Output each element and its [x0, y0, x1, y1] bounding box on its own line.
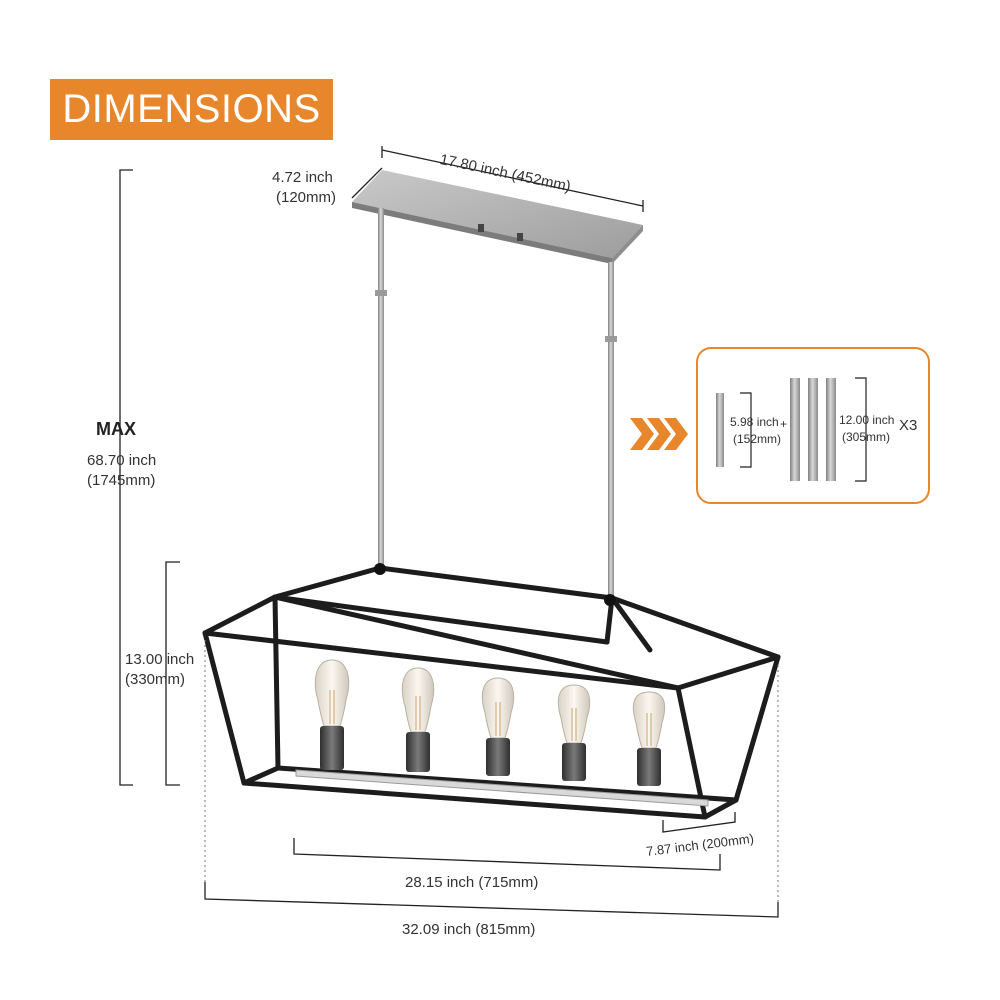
long-rod-inch: 12.00 inch — [839, 413, 895, 427]
inner-length-line — [293, 838, 721, 871]
arrow-chevrons — [630, 418, 688, 450]
short-rod-inch: 5.98 inch — [730, 415, 779, 429]
max-label: MAX — [96, 419, 136, 439]
dimensions-badge: DIMENSIONS — [50, 79, 333, 140]
cage-frame — [202, 565, 781, 820]
long-rod-mm: (305mm) — [842, 430, 891, 444]
outer-length-label: 32.09 inch (815mm) — [402, 921, 536, 938]
canopy-screw — [478, 224, 484, 232]
max-height-bracket — [119, 169, 133, 786]
socket — [637, 748, 661, 786]
suspension-rod-left — [378, 208, 384, 570]
bulb-1 — [314, 659, 350, 770]
cage-height-mm: (330mm) — [125, 671, 186, 688]
long-rod — [826, 378, 836, 481]
bulb-4 — [557, 684, 591, 781]
canopy-width-line — [381, 146, 644, 212]
long-rod — [790, 378, 800, 481]
short-rod-mm: (152mm) — [733, 432, 782, 446]
socket — [486, 738, 510, 776]
max-height-mm: (1745mm) — [87, 472, 156, 489]
rods-plus: + — [780, 417, 788, 431]
outer-length-line — [204, 882, 779, 918]
socket — [406, 732, 430, 772]
cage-height-inch: 13.00 inch — [125, 651, 195, 668]
max-height-inch: 68.70 inch — [87, 452, 157, 469]
canopy-depth-mm: (120mm) — [276, 189, 337, 206]
bulb-mount-bar — [295, 769, 709, 807]
suspension-rod-right — [608, 262, 614, 600]
canopy-plate — [352, 170, 643, 264]
bulb-2 — [401, 667, 435, 772]
short-rod — [716, 393, 724, 467]
cage-height-bracket — [165, 561, 180, 786]
long-rod — [808, 378, 818, 481]
socket — [320, 726, 344, 770]
canopy-depth-inch: 4.72 inch — [272, 169, 333, 186]
inner-length-label: 28.15 inch (715mm) — [405, 874, 539, 891]
bulb-3 — [481, 677, 515, 776]
socket — [562, 743, 586, 781]
bulb-5 — [632, 691, 666, 786]
canopy-depth-line — [351, 167, 383, 199]
cage-depth-line — [662, 812, 736, 833]
rods-multiplier: X3 — [899, 417, 918, 434]
canopy-screw — [517, 233, 523, 241]
